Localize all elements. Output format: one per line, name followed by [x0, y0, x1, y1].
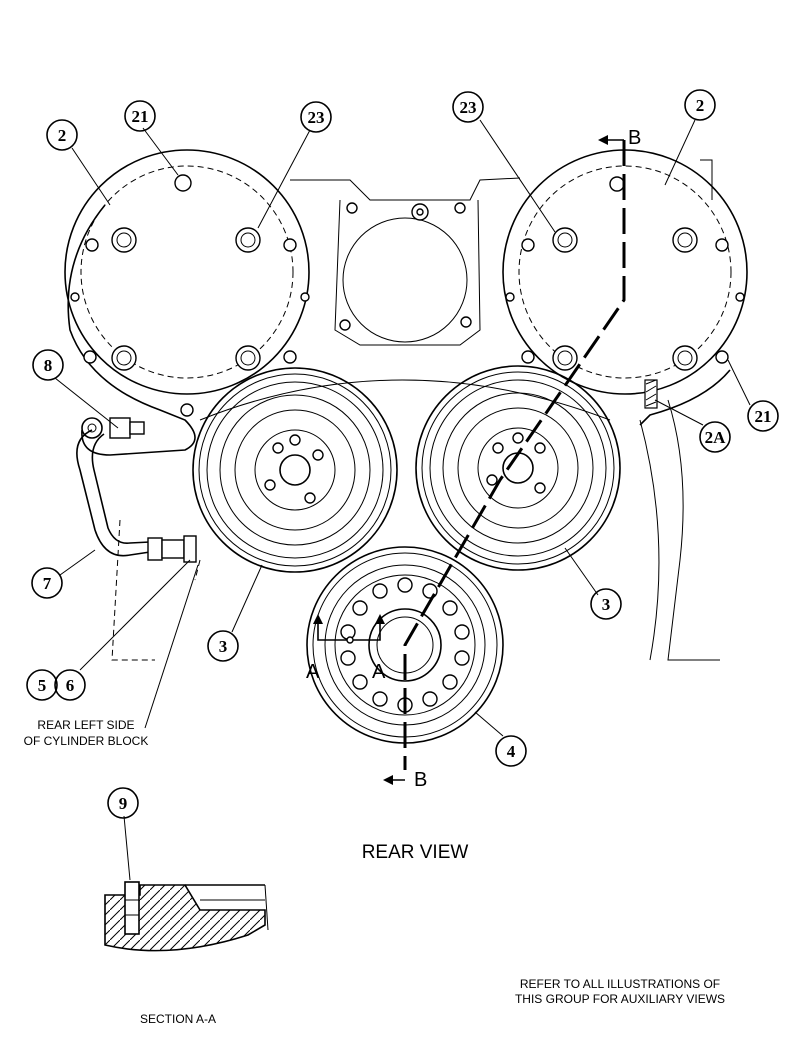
svg-text:4: 4: [507, 742, 516, 761]
leader-lines: [54, 119, 751, 881]
callout-3-right: 3: [590, 588, 622, 620]
svg-text:2: 2: [696, 96, 705, 115]
refer-note-line2: THIS GROUP FOR AUXILIARY VIEWS: [515, 992, 725, 1006]
svg-text:2A: 2A: [705, 428, 727, 447]
callout-3-left: 3: [207, 630, 239, 662]
callout-23-right: 23: [452, 91, 484, 123]
svg-text:3: 3: [602, 595, 611, 614]
section-line-a-a: [313, 614, 385, 644]
refer-note-line1: REFER TO ALL ILLUSTRATIONS OF: [520, 977, 720, 991]
left-cover-plate: [64, 149, 310, 456]
housing-outline: [111, 159, 720, 661]
svg-text:3: 3: [219, 637, 228, 656]
section-a-left-label: A: [306, 661, 320, 683]
right-idler-gear: [415, 365, 621, 571]
section-b-bottom-label: B: [414, 769, 427, 791]
section-line-b-b: [383, 135, 626, 785]
left-idler-gear: [192, 367, 398, 573]
svg-text:8: 8: [44, 356, 53, 375]
callout-21-right: 21: [747, 400, 779, 432]
rear-left-side-label-line1: REAR LEFT SIDE: [37, 718, 134, 732]
svg-text:2: 2: [58, 126, 67, 145]
callouts: 2 21 23 23 2 8 7 3: [26, 89, 779, 819]
callout-6: 6: [54, 669, 86, 701]
callout-5: 5: [26, 669, 58, 701]
svg-text:23: 23: [308, 108, 325, 127]
callout-21-left: 21: [124, 100, 156, 132]
callout-2-right: 2: [684, 89, 716, 121]
callout-23-left: 23: [300, 101, 332, 133]
callout-8: 8: [32, 349, 64, 381]
right-cover-plate: [502, 149, 748, 426]
rear-view-title: REAR VIEW: [362, 842, 469, 863]
svg-text:6: 6: [66, 676, 75, 695]
callout-2-left: 2: [46, 119, 78, 151]
callout-4: 4: [495, 735, 527, 767]
svg-text:21: 21: [132, 107, 149, 126]
callout-2a: 2A: [699, 421, 731, 453]
oil-tube-assembly: [76, 417, 197, 563]
callout-9: 9: [107, 787, 139, 819]
section-a-a-title: SECTION A-A: [140, 1012, 216, 1026]
svg-text:5: 5: [38, 676, 47, 695]
svg-text:23: 23: [460, 98, 477, 117]
rear-left-side-label-line2: OF CYLINDER BLOCK: [24, 734, 149, 748]
svg-text:9: 9: [119, 794, 128, 813]
section-b-top-label: B: [628, 127, 641, 149]
section-a-a-detail: [104, 881, 269, 952]
section-a-right-label: A: [372, 661, 386, 683]
callout-7: 7: [31, 567, 63, 599]
svg-text:7: 7: [43, 574, 52, 593]
svg-text:21: 21: [755, 407, 772, 426]
